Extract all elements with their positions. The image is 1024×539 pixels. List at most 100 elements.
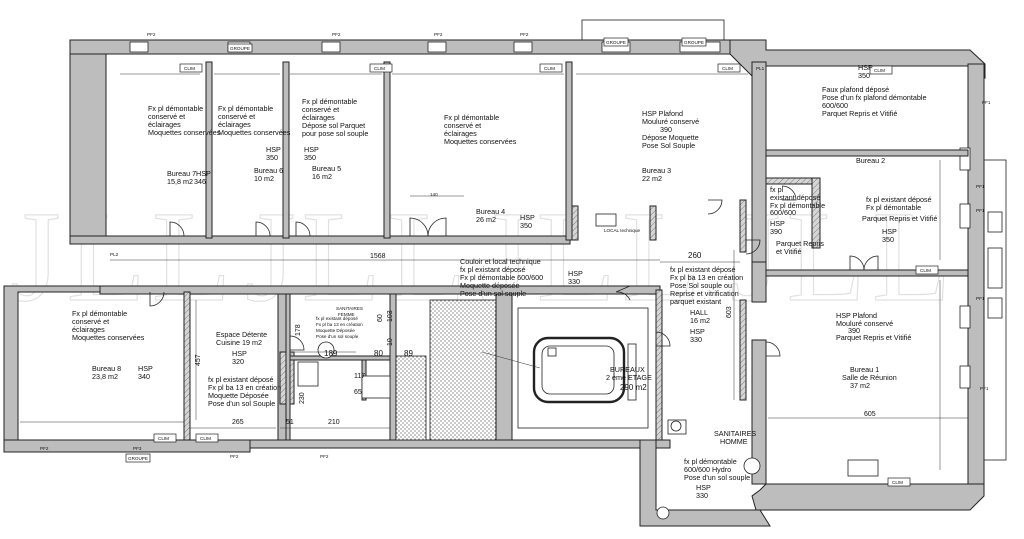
room-note: éclairages	[148, 120, 181, 129]
clim-tag: CLIM	[887, 477, 911, 487]
svg-text:PF2: PF2	[520, 32, 529, 37]
svg-text:CLIM: CLIM	[892, 480, 903, 485]
room-note: Moquettes conservées	[148, 128, 221, 137]
room-hsp: HSP	[568, 269, 583, 278]
svg-text:PF2: PF2	[230, 454, 239, 459]
room-note: 600/600	[770, 208, 796, 217]
svg-text:CLIM: CLIM	[722, 66, 733, 71]
svg-text:PF1: PF1	[982, 100, 991, 105]
elevator-label-1: BUREAUX	[610, 365, 645, 374]
room-note: Mouluré conservé	[836, 319, 893, 328]
dim-label: 89	[404, 349, 413, 358]
room-note: Fx pl démontable	[218, 104, 273, 113]
room-sanitaires-femme: SANITAIRES FEMME fx pl existant déposé F…	[316, 306, 363, 339]
room-espace-detente: Espace Détente Cuisine 19 m2 HSP 320 fx …	[208, 330, 281, 408]
pf-tag: PF1	[976, 296, 985, 301]
room-title: SANITAIRES	[714, 429, 756, 438]
room-note: Fx pl ba 13 en création	[670, 273, 743, 282]
room-hsp: HSP	[882, 227, 897, 236]
room-note: existant déposé	[770, 193, 820, 202]
svg-text:PF1: PF1	[976, 208, 985, 213]
doors	[149, 185, 879, 357]
room-area: 26 m2	[476, 215, 496, 224]
room-note: Parquet Repris et Vitifié	[836, 333, 911, 342]
dim-label: 457	[195, 354, 202, 366]
room-area: 15,8 m2	[167, 177, 193, 186]
room-note: Pose d'un sol souple	[316, 334, 359, 339]
room-hsp: HSP	[770, 219, 785, 228]
room-note: 390	[848, 326, 860, 335]
dim-label: 605	[864, 411, 876, 418]
room-bureau-2: Bureau 2 fx pl existant déposé Fx pl dém…	[856, 156, 937, 244]
room-note: 390	[660, 125, 672, 134]
room-height: 350	[266, 153, 278, 162]
room-note: Moquettes conservées	[444, 137, 517, 146]
dim-label: 80	[374, 349, 383, 358]
room-height: 340	[138, 372, 150, 381]
room-note: Fx pl démontable	[72, 309, 127, 318]
room-note: Moquette Déposée	[316, 328, 355, 333]
svg-text:CLIM: CLIM	[874, 68, 885, 73]
room-note: fx pl démontable	[684, 457, 737, 466]
room-area: 10 m2	[254, 174, 274, 183]
room-bureau-3: HSP Plafond Mouluré conservé 390 Dépose …	[642, 109, 699, 183]
clim-tag: CLIM	[539, 63, 563, 73]
room-note: Parquet Repris	[776, 239, 824, 248]
dim-label: 51	[286, 419, 294, 426]
room-note: 600/600	[822, 101, 848, 110]
room-note: Moquette Déposée	[208, 391, 269, 400]
fixtures	[297, 213, 879, 520]
room-note: Moquettes conservées	[72, 333, 145, 342]
room-subtitle: Cuisine 19 m2	[216, 338, 262, 347]
clim-tag: CLIM	[915, 265, 939, 275]
room-top-right: HSP 350 Faux plafond déposé Pose d'un fx…	[822, 63, 926, 118]
room-note: conservé et	[148, 112, 185, 121]
room-title: SANITAIRES	[336, 306, 363, 311]
room-note: Couloir et local technique	[460, 257, 541, 266]
room-hsp: HSP	[520, 213, 535, 222]
pf-tag: PF2	[147, 32, 156, 37]
svg-text:CLIM: CLIM	[920, 268, 931, 273]
room-note: fx pl	[770, 185, 784, 194]
groupe-tag: GROUPE	[603, 37, 629, 47]
pf-tag: PF3	[133, 446, 142, 451]
watermark: JLL	[10, 185, 237, 329]
room-note: Fx pl ba 13 en création	[208, 383, 281, 392]
svg-text:PF1: PF1	[976, 296, 985, 301]
room-title: Bureau 2	[856, 156, 885, 165]
room-note: Faux plafond déposé	[822, 85, 889, 94]
clim-tag: CLIM	[153, 433, 177, 443]
room-hall: fx pl existant déposé Fx pl ba 13 en cré…	[670, 265, 743, 344]
room-height: 330	[568, 277, 580, 286]
svg-text:GROUPE: GROUPE	[128, 456, 148, 461]
svg-text:CLIM: CLIM	[158, 436, 169, 441]
dim-label: 117	[354, 373, 365, 380]
room-note: fx pl existant déposé	[460, 265, 526, 274]
dim-label: 189	[324, 349, 338, 358]
room-title: Bureau 7	[167, 169, 196, 178]
clim-tag: CLIM	[369, 63, 393, 73]
pf-tag: PF2	[230, 454, 239, 459]
room-bureau-5: Fx pl démontable conservé et éclairages …	[302, 97, 368, 181]
room-note: Fx pl démontable	[148, 104, 203, 113]
clim-tag: CLIM	[717, 63, 741, 73]
svg-text:CLIM: CLIM	[544, 66, 555, 71]
room-note: Fx pl démontable 600/600	[460, 273, 543, 282]
svg-text:PF2: PF2	[320, 454, 329, 459]
room-small-office: fx pl existant déposé Fx pl démontable 6…	[770, 185, 825, 256]
room-note: conservé et	[72, 317, 109, 326]
dim-label: 65	[354, 389, 362, 396]
room-sanitaires-homme: SANITAIRES HOMME fx pl démontable 600/60…	[684, 429, 756, 500]
room-bureau-6: Fx pl démontable conservé et éclairages …	[218, 104, 291, 183]
pl-tag: PL1	[756, 66, 765, 71]
room-bureau-1: HSP Plafond Mouluré conservé 390 Parquet…	[836, 311, 911, 390]
room-note: Parquet Repris et Vitifié	[822, 109, 897, 118]
room-note: Pose Sol souple ou	[670, 281, 732, 290]
room-note: conservé et	[218, 112, 255, 121]
room-height: 350	[882, 235, 894, 244]
room-note: Pose d'un sol Souple	[208, 399, 275, 408]
svg-text:PL2: PL2	[110, 252, 119, 257]
room-hsp: HSP	[138, 364, 153, 373]
room-height: 320	[232, 357, 244, 366]
svg-text:PF1: PF1	[976, 184, 985, 189]
